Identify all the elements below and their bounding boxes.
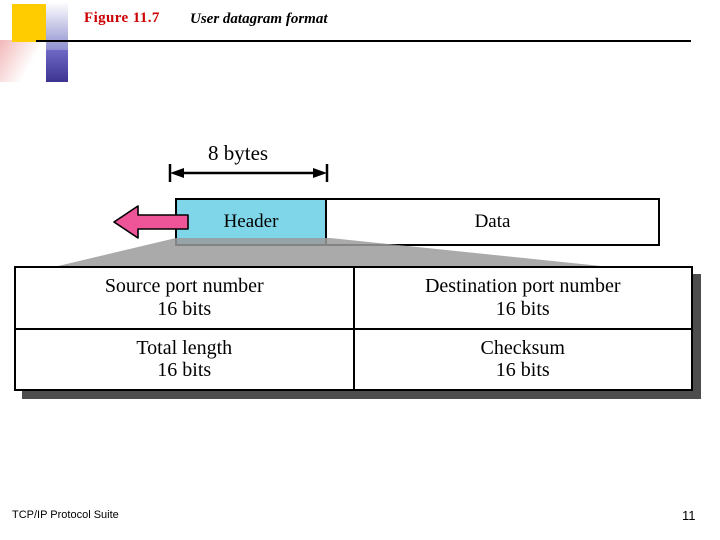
corner-blue-top-block [46,2,68,50]
field-name: Checksum [480,336,565,359]
title-divider [36,40,691,42]
header-cell: Header [177,200,327,244]
corner-blue-bar-block [46,50,68,82]
figure-title: User datagram format [190,11,328,27]
field-destination-port: Destination port number 16 bits [355,268,692,328]
field-row-1: Source port number 16 bits Destination p… [16,268,691,330]
bytes-measure-label: 8 bytes [208,141,269,165]
field-name: Total length [136,336,233,359]
footer-suite-label: TCP/IP Protocol Suite [12,509,119,521]
field-bits: 16 bits [157,297,212,320]
field-bits: 16 bits [495,359,550,382]
field-bits: 16 bits [495,297,550,320]
measure-arrow [168,164,329,182]
field-source-port: Source port number 16 bits [16,268,355,328]
field-total-length: Total length 16 bits [16,329,355,389]
field-name: Source port number [104,275,264,298]
page-number: 11 [682,508,696,523]
field-checksum: Checksum 16 bits [355,330,692,390]
field-bits: 16 bits [157,359,212,382]
pink-left-arrow-icon [113,205,189,239]
datagram-top-row: Header Data [175,198,660,246]
figure-number: Figure 11.7 [84,10,160,26]
field-row-2: Total length 16 bits Checksum 16 bits [16,329,692,390]
corner-yellow-block [12,4,46,42]
field-table: Source port number 16 bits Destination p… [14,266,693,391]
data-cell: Data [327,200,658,244]
field-name: Destination port number [424,275,621,298]
